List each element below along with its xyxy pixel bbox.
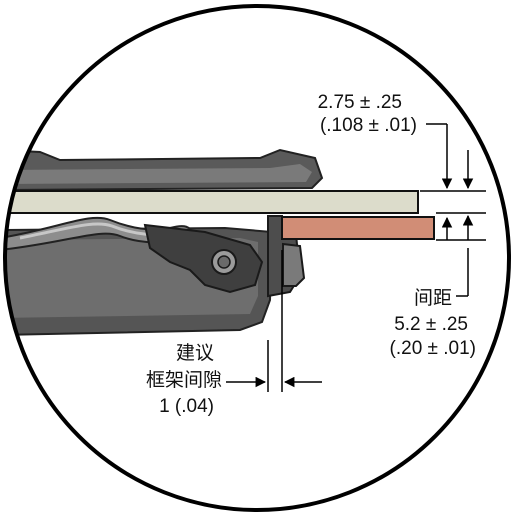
upper-board [5,190,419,214]
lower-board [281,216,435,240]
clearance-text-line1: 建议 [176,342,214,364]
clearance-dimension [226,250,322,392]
spacing-dim-text-inch: (.20 ± .01) [390,338,476,359]
clearance-text-line2: 框架间隙 [146,369,222,391]
magnifier-circle-outline [3,4,511,512]
clip-upper-jaw-highlight [5,164,312,184]
spacing-dim-text-mm: 5.2 ± .25 [394,314,468,335]
clip-latch [143,223,264,294]
hinge-pin-inner [217,255,231,269]
clip-assembly [5,148,435,337]
frame-post-gap [282,242,306,287]
top-dimension [420,123,486,240]
spacing-dimension [436,216,486,297]
clearance-text-line3: 1 (.04) [159,396,214,417]
top-dim-text-mm: 2.75 ± .25 [318,92,402,113]
spacing-label: 间距 [414,287,452,309]
top-dim-text-inch: (.108 ± .01) [320,115,417,136]
